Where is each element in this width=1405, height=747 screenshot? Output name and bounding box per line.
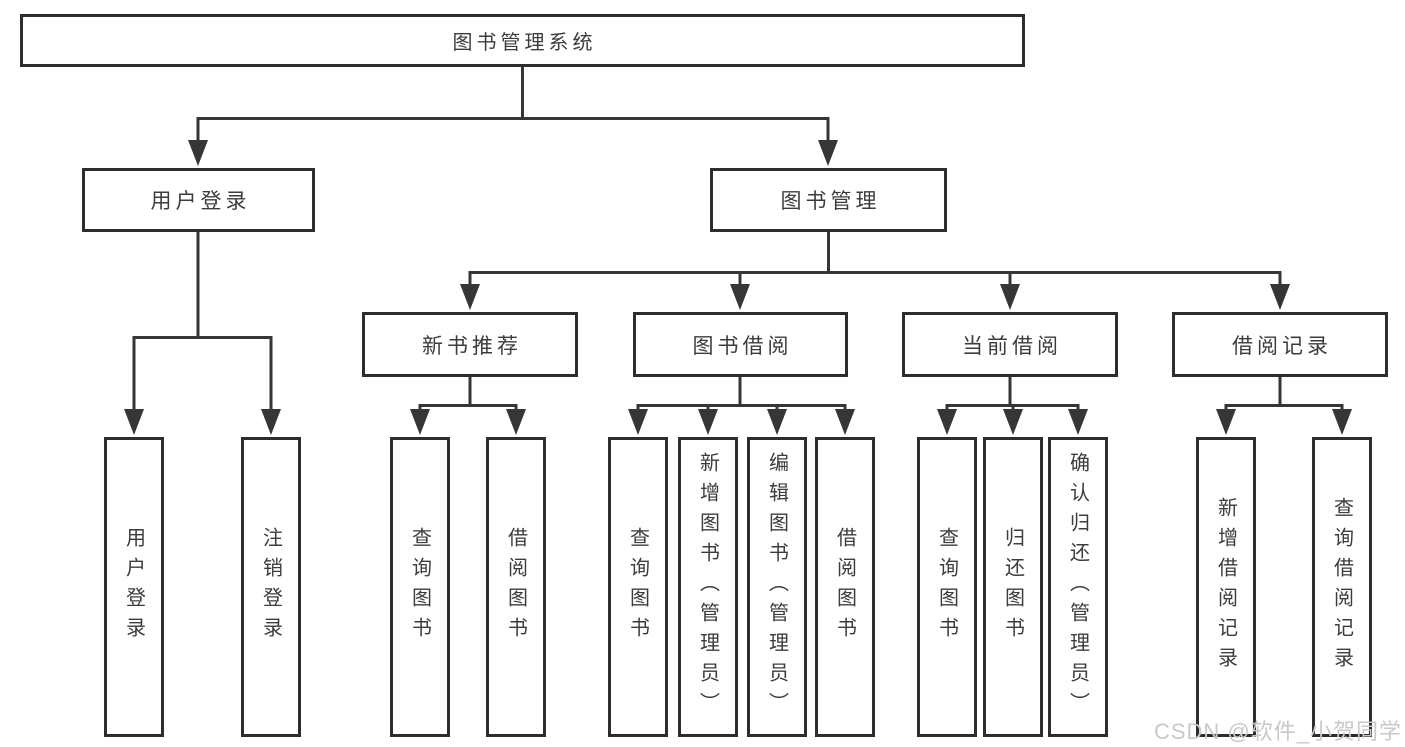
node-current-borrow: 当前借阅 (902, 312, 1118, 377)
node-book-management: 图书管理 (710, 168, 947, 232)
leaf-confirm-return-admin: 确认归还（管理员） (1048, 437, 1108, 737)
node-library-management-system: 图书管理系统 (20, 14, 1025, 67)
leaf-logout-login: 注销登录 (241, 437, 301, 737)
leaf-add-borrow-record: 新增借阅记录 (1196, 437, 1256, 737)
leaf-edit-book-admin: 编辑图书（管理员） (747, 437, 807, 737)
leaf-query-borrow-record: 查询借阅记录 (1312, 437, 1372, 737)
leaf-query-book-current: 查询图书 (917, 437, 977, 737)
node-borrow-records: 借阅记录 (1172, 312, 1388, 377)
arrowheads (124, 140, 1352, 435)
leaf-query-book-recommend: 查询图书 (390, 437, 450, 737)
leaf-add-book-admin: 新增图书（管理员） (678, 437, 738, 737)
leaf-borrow-book: 借阅图书 (815, 437, 875, 737)
node-new-book-recommend: 新书推荐 (362, 312, 578, 377)
node-book-borrow: 图书借阅 (633, 312, 848, 377)
leaf-borrow-book-recommend: 借阅图书 (486, 437, 546, 737)
csdn-watermark: CSDN @软件_小贺同学 (1153, 719, 1402, 744)
leaf-user-login: 用户登录 (104, 437, 164, 737)
leaf-return-book: 归还图书 (983, 437, 1043, 737)
leaf-query-book-borrow: 查询图书 (608, 437, 668, 737)
node-user-login: 用户登录 (82, 168, 315, 232)
